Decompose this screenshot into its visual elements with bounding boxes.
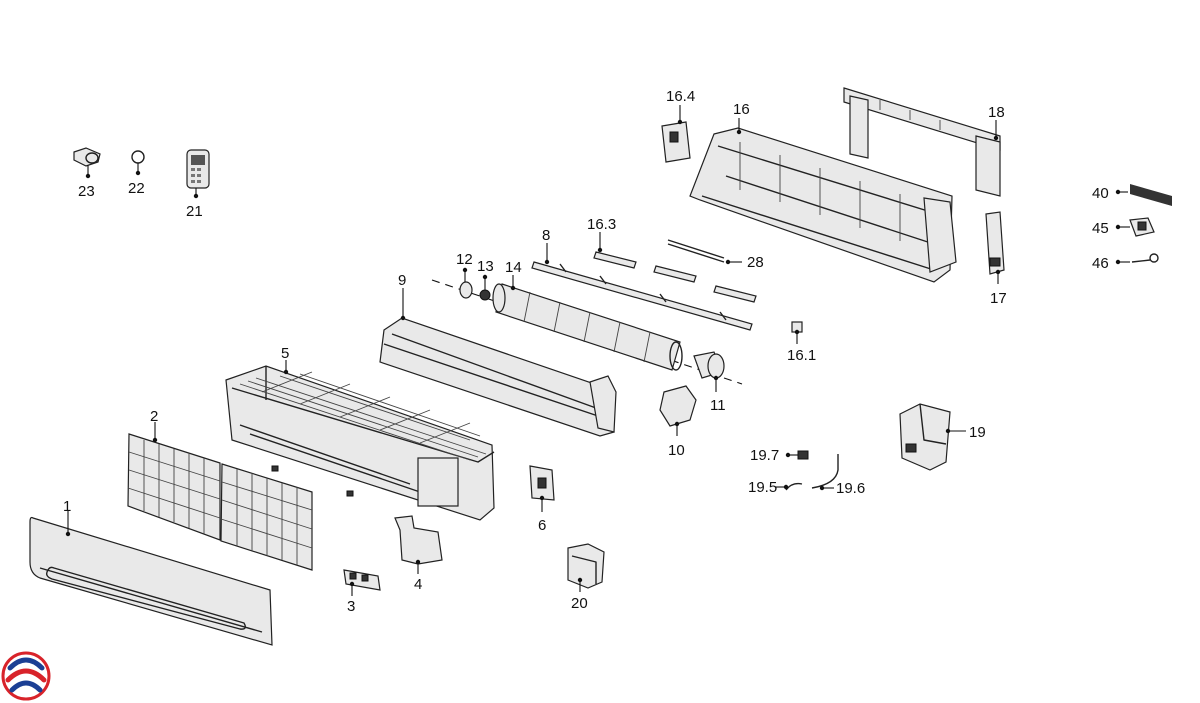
label-17: 17 — [990, 290, 1007, 307]
part-12-bearing: 12 — [456, 251, 473, 299]
label-11: 11 — [710, 397, 726, 414]
part-20-electrical-box: 20 — [567, 543, 605, 612]
label-6: 6 — [538, 517, 546, 534]
label-13: 13 — [477, 258, 494, 275]
part-28-connecting-rod: 28 — [667, 239, 764, 271]
part-40-insulation: 40 — [1092, 184, 1172, 206]
part-21-remote-control: 21 — [186, 149, 210, 220]
label-19: 19 — [969, 424, 986, 441]
part-23-drain-joint: 23 — [73, 147, 101, 200]
label-5: 5 — [281, 345, 289, 362]
brand-swirl-logo — [1, 651, 51, 701]
part-16-4-bracket: 16.4 — [661, 88, 695, 163]
part-16-3-louver-blades: 16.3 — [587, 216, 757, 303]
part-11-fan-motor: 11 — [693, 351, 726, 414]
part-19-control-box: 19 — [899, 403, 986, 471]
label-4: 4 — [414, 576, 422, 593]
part-5-front-frame: 5 — [225, 345, 495, 521]
label-16: 16 — [733, 101, 750, 118]
label-9: 9 — [398, 272, 406, 289]
part-14-cross-flow-fan: 14 — [492, 259, 683, 371]
part-3-display-bracket: 3 — [343, 569, 381, 615]
label-1: 1 — [63, 498, 71, 515]
label-12: 12 — [456, 251, 473, 268]
label-46: 46 — [1092, 255, 1109, 272]
part-22-ring: 22 — [128, 150, 145, 197]
part-19-5-temp-sensor: 19.5 — [748, 479, 803, 496]
label-23: 23 — [78, 183, 95, 200]
part-17-pipe-clamp: 17 — [985, 211, 1007, 307]
part-18-mounting-plate: 18 — [843, 87, 1005, 197]
label-45: 45 — [1092, 220, 1109, 237]
label-19-6: 19.6 — [836, 480, 865, 497]
part-13-bearing-sleeve: 13 — [477, 258, 494, 301]
label-14: 14 — [505, 259, 522, 276]
label-19-5: 19.5 — [748, 479, 777, 496]
fan-shaft-axis — [431, 279, 743, 385]
part-16-1-stepping-motor: 16.1 — [787, 321, 816, 364]
part-46-screw: 46 — [1092, 253, 1159, 272]
part-16-chassis: 16 — [689, 101, 957, 283]
label-22: 22 — [128, 180, 145, 197]
label-40: 40 — [1092, 185, 1109, 202]
label-16-3: 16.3 — [587, 216, 616, 233]
label-3: 3 — [347, 598, 355, 615]
part-4-electrical-cover: 4 — [394, 515, 443, 593]
part-6-bracket: 6 — [529, 465, 555, 534]
part-2-air-filters: 2 — [127, 408, 313, 571]
part-10-motor-cover: 10 — [659, 385, 697, 459]
label-2: 2 — [150, 408, 158, 425]
label-19-7: 19.7 — [750, 447, 779, 464]
part-45-cable-clamp: 45 — [1092, 217, 1155, 237]
part-1-front-panel: 1 — [29, 498, 273, 646]
label-21: 21 — [186, 203, 203, 220]
label-8: 8 — [542, 227, 550, 244]
label-10: 10 — [668, 442, 685, 459]
part-9-evaporator-housing: 9 — [379, 272, 617, 437]
label-16-4: 16.4 — [666, 88, 695, 105]
part-8-louver: 8 — [531, 227, 753, 331]
part-19-6-pipe-sensor: 19.6 — [811, 454, 865, 497]
label-20: 20 — [571, 595, 588, 612]
label-16-1: 16.1 — [787, 347, 816, 364]
part-19-7-sensor: 19.7 — [750, 447, 809, 464]
label-18: 18 — [988, 104, 1005, 121]
label-28: 28 — [747, 254, 764, 271]
